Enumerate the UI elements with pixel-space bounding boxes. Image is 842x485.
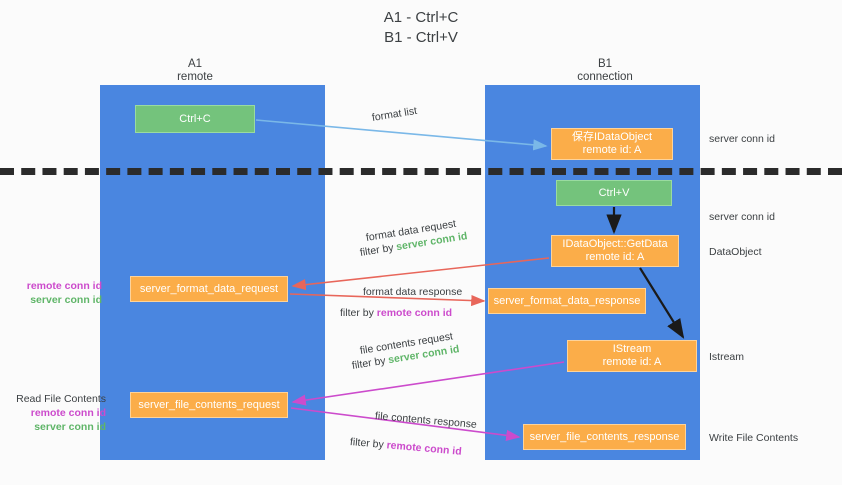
node-ctrl-c-label: Ctrl+C	[179, 112, 211, 125]
filter-prefix: filter by	[340, 307, 377, 319]
column-header-a1: A1 remote	[130, 58, 260, 84]
column-header-b1: B1 connection	[540, 58, 670, 84]
filter-prefix: filter by	[349, 436, 388, 452]
annotation-left-middle-remote: remote conn id	[26, 280, 102, 292]
node-server-file-contents-response[interactable]: server_file_contents_response	[523, 424, 686, 450]
node-server-file-contents-request[interactable]: server_file_contents_request	[130, 392, 288, 418]
annotation-right-dataobject: DataObject	[709, 246, 762, 258]
filter-prefix: filter by	[359, 241, 398, 259]
node-server-format-data-request[interactable]: server_format_data_request	[130, 276, 288, 302]
node-getdata-line1: IDataObject::GetData	[562, 238, 668, 250]
filter-prefix: filter by	[351, 354, 390, 372]
node-ctrl-v-label: Ctrl+V	[598, 186, 630, 199]
annotation-read-file-contents: Read File Contents	[16, 393, 106, 405]
filter-key-remote-conn-id: remote conn id	[386, 439, 463, 458]
column-b1-name: B1	[597, 58, 613, 70]
phase-divider	[0, 168, 842, 175]
annotation-right-write-file-contents: Write File Contents	[709, 432, 799, 444]
annotation-left-middle: remote conn id server conn id	[10, 279, 102, 307]
column-b1-sub: connection	[577, 71, 633, 83]
node-ctrl-v[interactable]: Ctrl+V	[556, 180, 672, 206]
node-server-file-contents-response-label: server_file_contents_response	[529, 430, 680, 443]
edge-label-file-contents-response: file contents response	[374, 409, 477, 432]
node-istream-line2: remote id: A	[602, 356, 662, 368]
node-save-idataobject-line2: remote id: A	[582, 144, 642, 156]
diagram-title: A1 - Ctrl+C B1 - Ctrl+V	[0, 8, 842, 48]
annotation-right-server-conn-mid: server conn id	[709, 211, 775, 223]
annotation-left-lower-server: server conn id	[34, 421, 106, 433]
title-line-1: A1 - Ctrl+C	[383, 9, 459, 26]
annotation-right-server-conn-top: server conn id	[709, 133, 775, 145]
title-line-2: B1 - Ctrl+V	[384, 29, 458, 46]
node-save-idataobject-line1: 保存IDataObject	[571, 131, 653, 143]
column-a1-sub: remote	[177, 71, 213, 83]
node-save-idataobject[interactable]: 保存IDataObject remote id: A	[551, 128, 673, 160]
edge-label-format-list: format list	[371, 104, 418, 125]
annotation-left-middle-server: server conn id	[30, 294, 102, 306]
edge-label-file-contents-response-filter: filter by remote conn id	[349, 435, 462, 459]
node-server-file-contents-request-label: server_file_contents_request	[138, 398, 280, 411]
node-istream[interactable]: IStream remote id: A	[567, 340, 697, 372]
edge-label-format-list-text: format list	[371, 104, 418, 124]
filter-key-remote-conn-id: remote conn id	[376, 307, 453, 319]
node-server-format-data-response-label: server_format_data_response	[493, 294, 641, 307]
annotation-left-lower-remote: remote conn id	[30, 407, 106, 419]
node-server-format-data-response[interactable]: server_format_data_response	[488, 288, 646, 314]
node-idataobject-getdata[interactable]: IDataObject::GetData remote id: A	[551, 235, 679, 267]
edge-label-file-contents-response-text: file contents response	[374, 410, 478, 431]
node-server-format-data-request-label: server_format_data_request	[139, 282, 279, 295]
column-a1-name: A1	[187, 58, 203, 70]
annotation-left-lower: Read File Contents remote conn id server…	[6, 392, 106, 434]
edge-label-format-data-response-filter: filter by remote conn id	[340, 306, 452, 320]
node-getdata-line2: remote id: A	[585, 251, 645, 263]
annotation-right-istream: Istream	[709, 351, 745, 363]
edge-label-format-data-response-text: format data response	[363, 286, 463, 298]
edge-label-format-data-response: format data response	[363, 285, 462, 299]
node-istream-line1: IStream	[612, 343, 652, 355]
node-ctrl-c[interactable]: Ctrl+C	[135, 105, 255, 133]
